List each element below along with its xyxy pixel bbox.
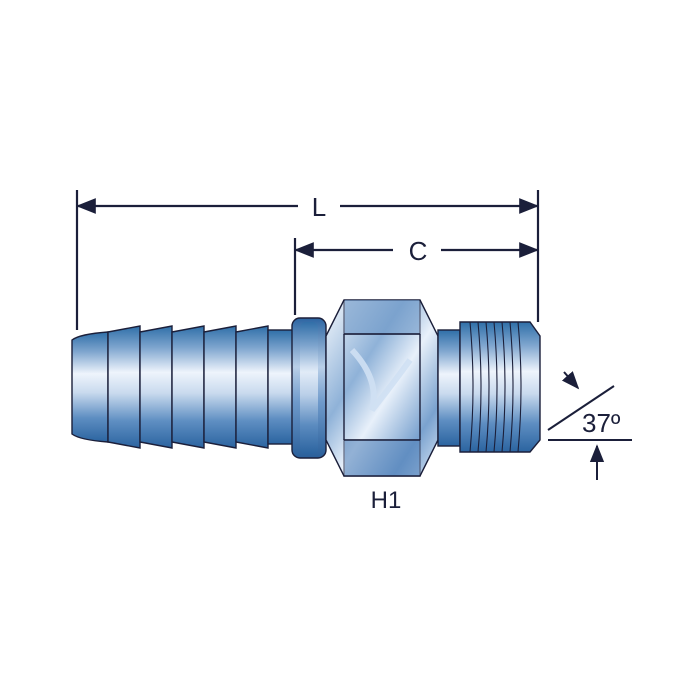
dimension-C: C: [294, 236, 539, 266]
thread-ridges: [469, 321, 522, 453]
flare-angle-label: 37º: [582, 408, 621, 438]
flare-angle-diagonal: [547, 385, 615, 431]
dimension-C-label: C: [409, 236, 428, 266]
flare-angle-callout: 37º: [547, 371, 632, 480]
flare-arrow-top: [561, 371, 580, 390]
dimension-L: L: [76, 192, 539, 222]
collar: [291, 317, 327, 459]
hex-nut: [325, 299, 439, 477]
threaded-end: [437, 321, 541, 453]
hose-barb: [71, 325, 295, 449]
hex-size-label: H1: [371, 487, 402, 514]
hose-fitting: [71, 299, 541, 477]
extension-lines: [75, 190, 540, 330]
dimension-L-label: L: [312, 192, 326, 222]
